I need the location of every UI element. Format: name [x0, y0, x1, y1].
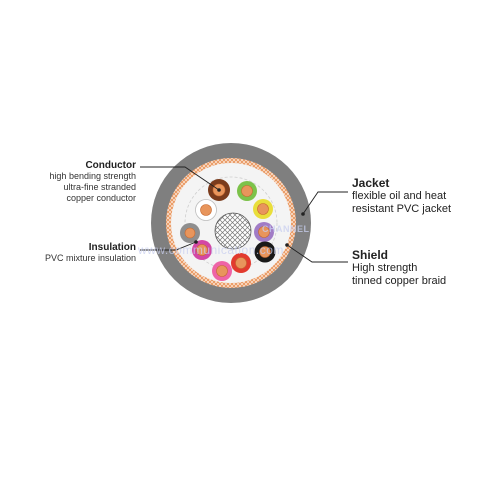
shield-title: Shield — [352, 248, 389, 262]
conductor-desc-line: high bending strength — [49, 171, 136, 181]
leader-line-conductor — [140, 166, 221, 192]
conductor-icon — [241, 185, 253, 197]
conductor-icon — [216, 265, 228, 277]
core-yellow — [253, 199, 273, 219]
shield-callout: Shield High strength tinned copper braid — [352, 248, 446, 288]
core-black — [254, 241, 276, 263]
insulation-desc-line: PVC mixture insulation — [44, 253, 136, 263]
insulation-callout: Insulation PVC mixture insulation — [45, 242, 136, 264]
conductor-icon — [258, 226, 270, 238]
core-gray — [180, 223, 200, 243]
jacket-callout: Jacket flexible oil and heat resistant P… — [352, 176, 451, 216]
conductor-icon — [235, 257, 247, 269]
jacket-desc-line: flexible oil and heat — [352, 190, 447, 202]
center-filler-core — [214, 212, 252, 250]
core-violet — [254, 222, 274, 242]
conductor-icon — [184, 227, 196, 239]
conductor-title: Conductor — [85, 160, 136, 171]
watermark-text: www.communication.com — [138, 243, 284, 257]
core-pink — [212, 261, 232, 281]
conductor-icon — [257, 203, 269, 215]
conductor-desc-line: copper conductor — [66, 193, 136, 203]
core-red — [231, 253, 251, 273]
jacket-desc-line: resistant PVC jacket — [352, 203, 452, 215]
conductor-desc-line: ultra-fine stranded — [63, 182, 136, 192]
insulation-title: Insulation — [88, 242, 136, 253]
core-magenta — [192, 240, 212, 260]
shield-desc-line: High strength — [352, 262, 418, 274]
conductor-icon — [196, 244, 208, 256]
leader-line-insulation — [140, 240, 198, 251]
leader-line-jacket — [301, 191, 348, 216]
conductor-callout: Conductor high bending strength ultra-fi… — [49, 160, 136, 204]
leader-line-shield — [285, 243, 348, 263]
jacket-title: Jacket — [352, 176, 390, 190]
shield-desc-line: tinned copper braid — [352, 275, 447, 287]
core-green — [237, 181, 257, 201]
conductor-icon — [259, 246, 271, 258]
watermark-logo: CHANNEL — [262, 224, 310, 234]
core-white — [195, 199, 217, 221]
conductor-icon — [200, 204, 212, 216]
